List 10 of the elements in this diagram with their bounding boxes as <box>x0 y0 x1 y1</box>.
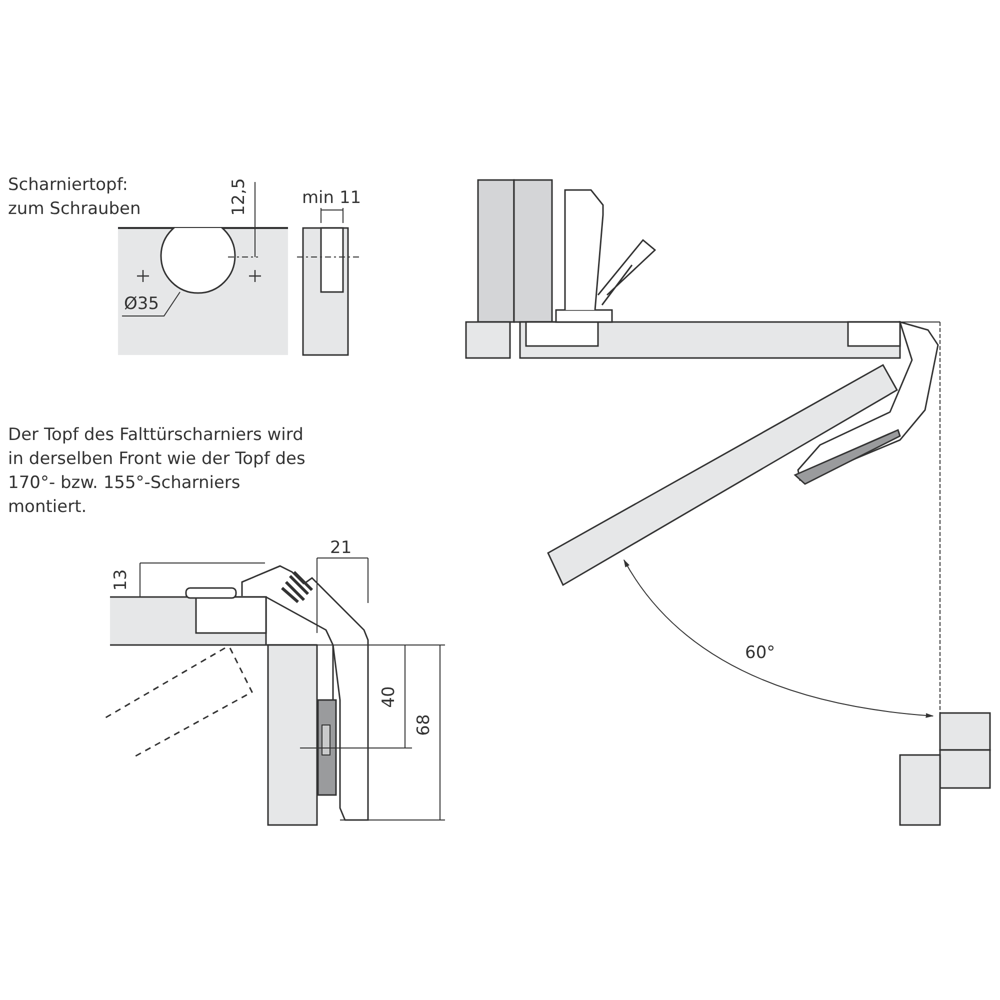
angle-label: 60° <box>745 642 776 665</box>
dimension-label: 12,5 <box>228 178 250 216</box>
dimension-label: min 11 <box>302 187 362 210</box>
dimension-label: 68 <box>412 714 435 736</box>
dimension-label: 13 <box>110 569 132 591</box>
dimension-label: Ø35 <box>124 293 160 316</box>
annotation-text: Scharniertopf: zum Schrauben <box>8 174 142 221</box>
note-text: Der Topf des Falttürscharniers wird in derselben Front wie der Topf des 170°- bzw. 155°-Scharniers montiert. <box>8 424 306 519</box>
dimension-label: 40 <box>378 686 400 708</box>
dimension-label: 21 <box>330 537 353 560</box>
